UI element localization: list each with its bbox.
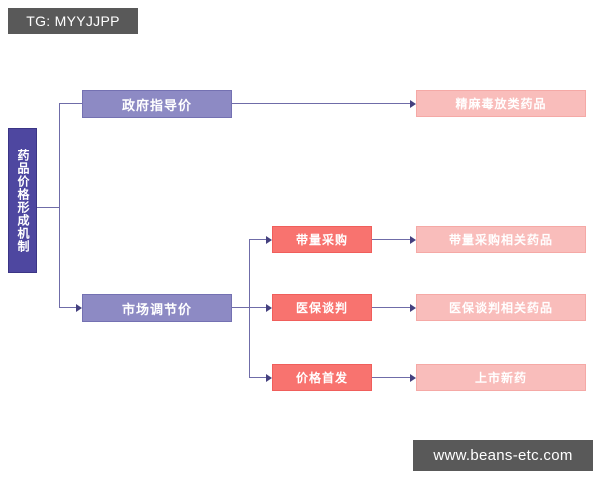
node-root-price-formation-mechanism: 药品价格形成机制: [8, 128, 37, 273]
node-government-guidance-price: 政府指导价: [82, 90, 232, 118]
connector-to-market: [59, 307, 76, 308]
connector-market-stem: [232, 307, 250, 308]
arrowhead-gov-to-narcotics: [410, 100, 416, 108]
connector-market-trunk: [249, 239, 250, 378]
connector-gov-to-narcotics: [232, 103, 410, 104]
node-volume-based-procurement: 带量采购: [272, 226, 372, 253]
connector-to-vbp: [249, 239, 266, 240]
connector-main-trunk: [59, 103, 60, 308]
connector-firstprice-to-leaf: [372, 377, 410, 378]
connector-root-stem: [37, 207, 59, 208]
arrowhead-vbp-to-leaf: [410, 236, 416, 244]
node-market-adjusted-price: 市场调节价: [82, 294, 232, 322]
leaf-narcotic-toxic-radioactive-drugs: 精麻毒放类药品: [416, 90, 586, 117]
node-first-price-release: 价格首发: [272, 364, 372, 391]
watermark-top-badge: TG: MYYJJPP: [8, 8, 138, 34]
arrowhead-to-firstprice: [266, 374, 272, 382]
connector-to-firstprice: [249, 377, 266, 378]
connector-vbp-to-leaf: [372, 239, 410, 240]
connector-insurance-to-leaf: [372, 307, 410, 308]
connector-to-gov: [59, 103, 82, 104]
node-insurance-negotiation: 医保谈判: [272, 294, 372, 321]
leaf-newly-listed-drugs: 上市新药: [416, 364, 586, 391]
watermark-bottom-url: www.beans-etc.com: [413, 440, 593, 471]
arrowhead-to-market: [76, 304, 82, 312]
connector-to-insurance: [249, 307, 266, 308]
leaf-volume-procurement-related-drugs: 带量采购相关药品: [416, 226, 586, 253]
arrowhead-firstprice-to-leaf: [410, 374, 416, 382]
leaf-insurance-negotiation-related-drugs: 医保谈判相关药品: [416, 294, 586, 321]
arrowhead-to-insurance: [266, 304, 272, 312]
arrowhead-insurance-to-leaf: [410, 304, 416, 312]
arrowhead-to-vbp: [266, 236, 272, 244]
